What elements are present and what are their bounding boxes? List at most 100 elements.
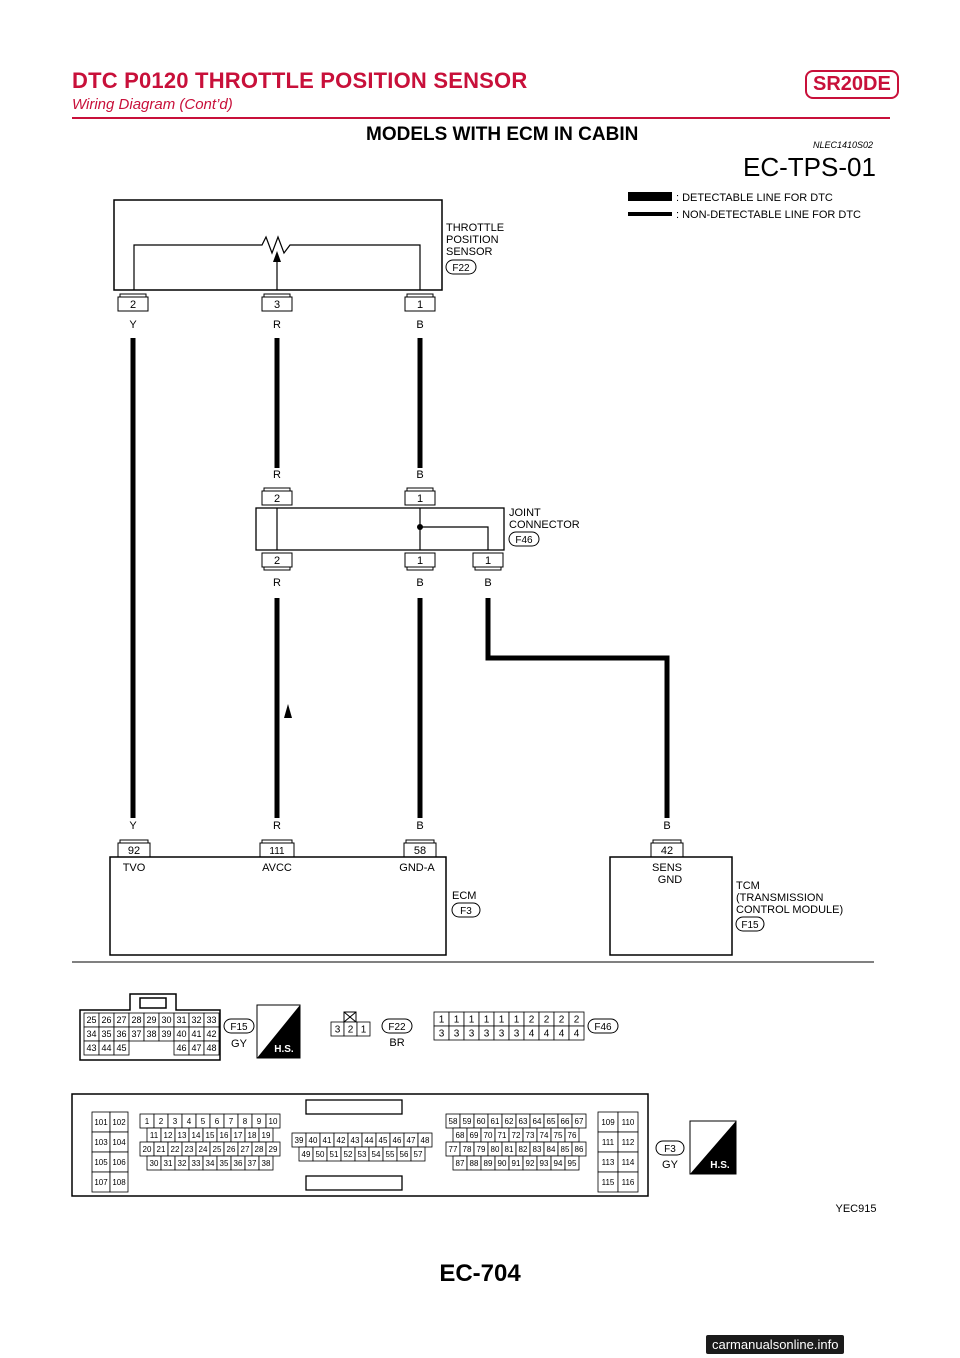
tps-label-3: SENSOR	[446, 246, 493, 258]
f3-pin-76: 76	[568, 1131, 577, 1140]
ecm-signal-gnd-a: GND-A	[399, 862, 435, 874]
legend-non-detectable-label: : NON-DETECTABLE LINE FOR DTC	[676, 209, 861, 221]
f15-pin-45-cavity	[113, 1040, 130, 1056]
f3-pin-78: 78	[463, 1145, 472, 1154]
joint-bottom-color-r: R	[273, 577, 281, 589]
f3-pin-11: 11	[150, 1131, 159, 1140]
f3-pin-116: 116	[622, 1178, 635, 1187]
f3-pin-115: 115	[602, 1178, 615, 1187]
f15-pin-48: 48	[206, 1043, 216, 1053]
f3-pin-66: 66	[561, 1117, 570, 1126]
figure-id: YEC915	[836, 1203, 877, 1215]
f15-pin-48-cavity	[203, 1040, 220, 1056]
f46-top-pin: 1	[499, 1015, 505, 1026]
f3-pin-42: 42	[337, 1136, 346, 1145]
f3-label: F3 GY	[655, 1140, 685, 1171]
f3-pin-23: 23	[185, 1145, 194, 1154]
throttle-position-sensor: THROTTLE POSITION SENSOR F22	[113, 199, 504, 291]
f3-pin-65: 65	[547, 1117, 556, 1126]
f46-top-pin: 2	[544, 1015, 550, 1026]
f15-pin-36: 36	[116, 1029, 126, 1039]
f3-pin-101: 101	[94, 1118, 108, 1127]
f46-top-pin: 1	[514, 1015, 520, 1026]
f3-pin-48: 48	[421, 1136, 430, 1145]
f15-pin-42: 42	[206, 1029, 216, 1039]
f3-pin-6: 6	[215, 1117, 220, 1126]
tps-pins: 2 3 1 Y R B	[117, 293, 436, 331]
section-title: MODELS WITH ECM IN CABIN	[366, 124, 639, 145]
f15-pin-29: 29	[146, 1015, 156, 1025]
f3-pin-77: 77	[449, 1145, 458, 1154]
watermark: carmanualsonline.info	[706, 1335, 845, 1354]
f3-pin-85: 85	[561, 1145, 570, 1154]
f3-pin-57: 57	[414, 1150, 423, 1159]
tps-pin-3: 3	[274, 299, 280, 311]
f3-pin-86: 86	[575, 1145, 584, 1154]
f15-hs-icon: H.S.	[256, 1004, 301, 1059]
f46-top-pin: 2	[559, 1015, 565, 1026]
f46-top-pin: 2	[574, 1015, 580, 1026]
legend-detectable-swatch	[628, 192, 672, 201]
header-divider	[72, 117, 890, 119]
joint-connector: R B 2 1 JOINT CONNECTOR F46 2 1 1 R B B	[255, 469, 580, 589]
f46-bottom-pin: 3	[469, 1029, 475, 1040]
f3-pin-24: 24	[199, 1145, 208, 1154]
f3-pin-105: 105	[94, 1158, 108, 1167]
section-code: NLEC1410S02	[813, 140, 874, 150]
f3-connector-color: GY	[662, 1159, 679, 1171]
f3-pin-110: 110	[622, 1118, 635, 1127]
joint-top-pin-2: 2	[274, 493, 280, 505]
tcm-wire-color-b: B	[663, 820, 670, 832]
f3-pin-106: 106	[112, 1158, 126, 1167]
f3-pin-59: 59	[463, 1117, 472, 1126]
f46-bottom-pin: 3	[484, 1029, 490, 1040]
ecm-pin-111: 111	[269, 846, 285, 857]
f46-bottom-pin: 4	[529, 1029, 535, 1040]
f3-pin-72: 72	[512, 1131, 521, 1140]
f3-pin-45: 45	[379, 1136, 388, 1145]
f3-pin-46: 46	[393, 1136, 402, 1145]
f3-pin-16: 16	[220, 1131, 229, 1140]
legend-non-detectable-swatch	[628, 212, 672, 216]
f3-pin-74: 74	[540, 1131, 549, 1140]
f46-top-pin: 1	[454, 1015, 460, 1026]
f3-pin-43: 43	[351, 1136, 360, 1145]
f3-pin-40: 40	[309, 1136, 318, 1145]
f3-pin-34: 34	[206, 1159, 215, 1168]
f22-pin-3: 3	[335, 1025, 341, 1036]
f15-label: F15 GY	[223, 1018, 255, 1050]
f46-bottom-pin: 4	[559, 1029, 565, 1040]
f3-pin-3: 3	[173, 1117, 178, 1126]
f3-pin-29: 29	[269, 1145, 278, 1154]
f22-label: F22 BR	[381, 1018, 413, 1049]
f3-pin-2: 2	[159, 1117, 164, 1126]
f3-pin-58: 58	[449, 1117, 458, 1126]
tcm: B 42 SENS GND TCM (TRANSMISSION CONTROL …	[609, 820, 843, 956]
f3-pin-33: 33	[192, 1159, 201, 1168]
tps-wire-color-y: Y	[129, 319, 137, 331]
f15-hs-text: H.S.	[274, 1044, 294, 1055]
legend-detectable-label: : DETECTABLE LINE FOR DTC	[676, 192, 833, 204]
f46-bottom-pin: 3	[439, 1029, 445, 1040]
f15-pin-47: 47	[191, 1043, 201, 1053]
ecm-signal-tvo: TVO	[123, 862, 146, 874]
f3-pin-52: 52	[344, 1150, 353, 1159]
f3-pin-93: 93	[540, 1159, 549, 1168]
ecm-wire-color-r: R	[273, 820, 281, 832]
f15-pin-43: 43	[86, 1043, 96, 1053]
f46-top-pin: 1	[484, 1015, 490, 1026]
ecm-signal-avcc: AVCC	[262, 862, 292, 874]
tcm-connector-id: F15	[741, 920, 759, 931]
ecm-pin-58: 58	[414, 845, 426, 857]
f15-pin-37: 37	[131, 1029, 141, 1039]
f3-pin-27: 27	[241, 1145, 250, 1154]
tps-label-1: THROTTLE	[446, 222, 504, 234]
ecm-box	[109, 856, 447, 956]
f46-top-pin: 1	[439, 1015, 445, 1026]
f3-pin-14: 14	[192, 1131, 201, 1140]
f46-bottom-pin: 4	[574, 1029, 580, 1040]
